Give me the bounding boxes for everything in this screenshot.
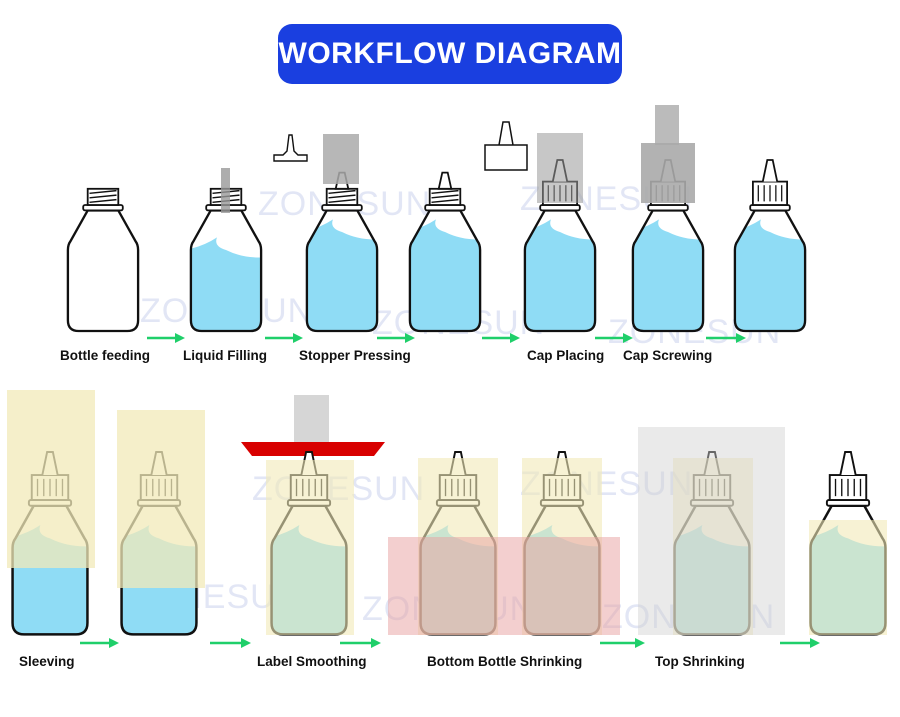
top-heat-tunnel: [638, 427, 785, 635]
nozzle: [761, 159, 779, 182]
loose-stopper-icon: [273, 134, 308, 162]
bottle: [66, 187, 140, 333]
shrink-sleeve: [117, 410, 205, 588]
bottle: [189, 187, 263, 333]
smoothing-press-rod: [294, 395, 329, 442]
cap-screwing-chuck: [641, 143, 695, 203]
liquid: [734, 219, 806, 332]
thread-line: [431, 198, 459, 204]
thread-line: [89, 189, 117, 195]
liquid: [632, 219, 704, 332]
thread-line: [328, 198, 356, 204]
diagram-title: WORKFLOW DIAGRAM: [278, 24, 622, 84]
arrow-head-icon: [635, 638, 645, 648]
arrow-head-icon: [175, 333, 185, 343]
thread-line: [431, 189, 459, 195]
bottle-outline: [733, 209, 807, 333]
stopper-nozzle: [437, 171, 453, 190]
arrow-head-icon: [736, 333, 746, 343]
liquid-fill: [524, 219, 596, 332]
liquid-fill: [306, 219, 378, 332]
thread-line: [328, 189, 356, 195]
bottle: [408, 171, 482, 333]
arrow-head-icon: [371, 638, 381, 648]
arrow-head-icon: [510, 333, 520, 343]
step-label-bottom-bottle-shrinking: Bottom Bottle Shrinking: [427, 654, 583, 669]
step-label-cap-placing: Cap Placing: [527, 348, 605, 363]
filling-nozzle: [221, 168, 230, 213]
bottle: [305, 171, 379, 333]
liquid-fill: [409, 219, 481, 332]
thread-line: [89, 198, 117, 204]
liquid-fill: [632, 219, 704, 332]
bottle-outline: [408, 209, 482, 333]
shrink-sleeve: [266, 460, 354, 635]
arrow-head-icon: [623, 333, 633, 343]
liquid-fill: [190, 237, 262, 332]
step-label-liquid-filling: Liquid Filling: [183, 348, 267, 363]
liquid: [524, 219, 596, 332]
shrink-sleeve: [7, 390, 95, 568]
thread-line: [328, 194, 356, 199]
screwing-spindle: [655, 105, 679, 145]
cap-placing-head: [537, 133, 583, 203]
step-label-stopper-pressing: Stopper Pressing: [299, 348, 411, 363]
bottle-body-bg: [67, 210, 139, 331]
thread-line: [89, 194, 117, 199]
bottle-outline: [66, 209, 140, 333]
loose-cap-icon: [484, 121, 528, 171]
step-label-sleeving: Sleeving: [19, 654, 75, 669]
step-label-cap-screwing: Cap Screwing: [623, 348, 713, 363]
arrow-head-icon: [405, 333, 415, 343]
bottle-outline: [631, 209, 705, 333]
bottle-outline: [305, 209, 379, 333]
bottom-heat-tunnel: [388, 537, 620, 635]
step-label-label-smoothing: Label Smoothing: [257, 654, 367, 669]
liquid: [409, 219, 481, 332]
arrow-head-icon: [810, 638, 820, 648]
thread-line: [431, 194, 459, 199]
smoothing-press-plate: [241, 442, 385, 456]
arrow-head-icon: [241, 638, 251, 648]
liquid-fill: [734, 219, 806, 332]
bottle-outline: [189, 209, 263, 333]
step-label-bottle-feeding: Bottle feeding: [60, 348, 150, 363]
nozzle: [839, 451, 857, 476]
liquid: [306, 219, 378, 332]
liquid: [190, 237, 262, 332]
shrunk-label: [809, 520, 887, 635]
arrow-head-icon: [109, 638, 119, 648]
step-label-top-shrinking: Top Shrinking: [655, 654, 745, 669]
bottle-outline: [523, 209, 597, 333]
shrink-sleeve: [673, 458, 753, 635]
arrow-head-icon: [293, 333, 303, 343]
bottle: [733, 159, 807, 333]
stopper-press-head: [323, 134, 359, 184]
